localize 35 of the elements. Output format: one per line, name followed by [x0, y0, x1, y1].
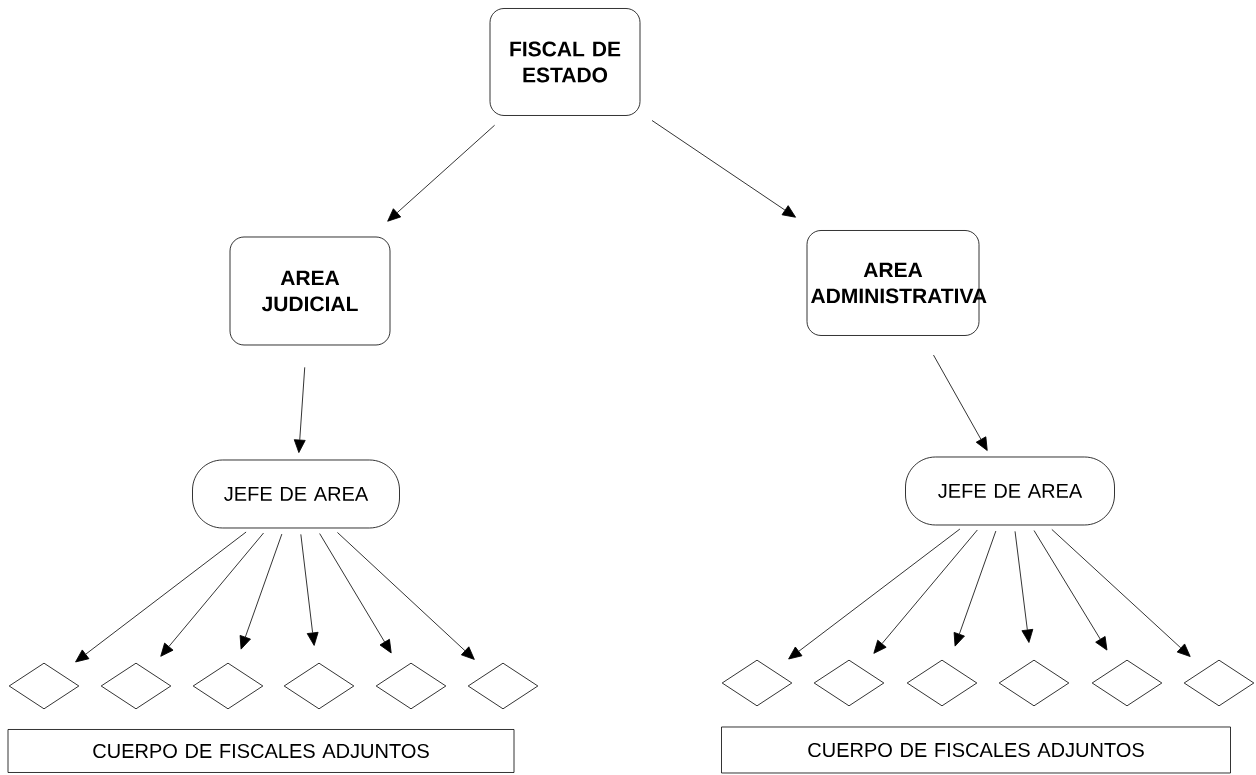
diamond-shape	[100, 662, 172, 710]
arrow	[1051, 529, 1191, 657]
arrow	[1014, 530, 1034, 643]
arrow	[953, 530, 997, 647]
diamond-shape	[8, 662, 80, 710]
arrow	[337, 532, 475, 660]
diamond-shape	[721, 659, 793, 707]
diamond-shape	[1091, 659, 1163, 707]
arrow	[387, 124, 495, 222]
arrow	[300, 533, 319, 646]
diamond-shape	[906, 659, 978, 707]
diamond-shape	[283, 662, 355, 710]
arrow	[788, 528, 961, 660]
rounded-box: FISCAL DE ESTADO	[489, 8, 641, 116]
arrow	[160, 532, 264, 657]
arrow	[75, 531, 247, 663]
diamond-shape	[1183, 659, 1255, 707]
arrow	[239, 533, 283, 650]
diamond-shape	[375, 662, 447, 710]
rounded-box: JEFE DE AREA	[905, 456, 1115, 526]
arrow	[873, 529, 978, 654]
label-box: CUERPO DE FISCALES ADJUNTOS	[7, 729, 515, 773]
diamond-shape	[998, 659, 1070, 707]
rounded-box: AREA JUDICIAL	[229, 236, 391, 346]
label-box: CUERPO DE FISCALES ADJUNTOS	[721, 726, 1231, 774]
rounded-box: JEFE DE AREA	[192, 459, 400, 529]
diamond-shape	[192, 662, 264, 710]
arrow	[293, 366, 306, 453]
arrow	[1033, 530, 1108, 651]
rounded-box: AREA ADMINISTRATIVA	[806, 230, 987, 336]
arrow	[933, 354, 988, 451]
arrow	[651, 120, 796, 218]
diamond-shape	[467, 662, 539, 710]
arrow	[319, 533, 392, 654]
diamond-shape	[813, 659, 885, 707]
